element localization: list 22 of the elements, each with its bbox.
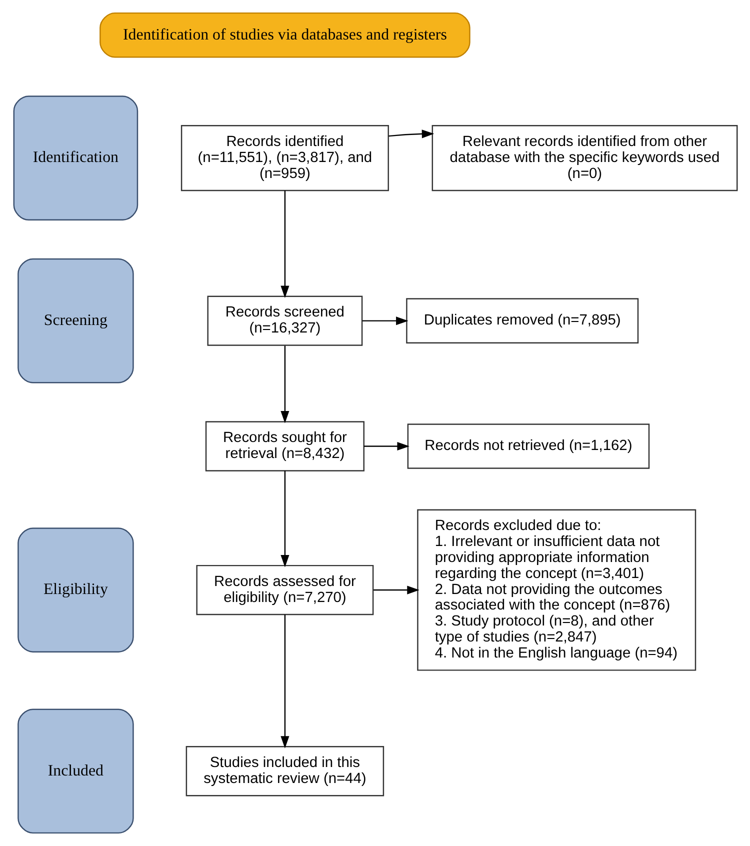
node-box: Relevant records identified from other database with the specific keywords used (n=0) (431, 125, 738, 192)
node-box: Records assessed for eligibility (n=7,270) (196, 564, 374, 616)
node-box: Records not retrieved (n=1,162) (406, 424, 650, 469)
node-box: Included (17, 708, 134, 834)
node-box: Duplicates removed (n=7,895) (406, 298, 638, 344)
node-box: Eligibility (17, 528, 134, 652)
node-box: Identification (12, 96, 138, 220)
node-box: Records excluded due to: 1. Irrelevant or insufficient data not providing appropriate information regarding the concept (n=3,401) 2. Data not providing the outcomes associated with the concept (n=876) 3. Study protocol (n=8), and other type of studies (n=2,847) 4. Not in the English language (n=94) (416, 509, 696, 671)
arrow (362, 316, 408, 326)
arrow (280, 346, 289, 424)
node-box: Records sought for retrieval (n=8,432) (204, 421, 364, 472)
arrow (388, 130, 434, 138)
node-box: Screening (17, 258, 134, 384)
arrow (280, 470, 289, 568)
arrow (363, 442, 409, 451)
node-box: Studies included in this systematic review (n=44) (185, 746, 384, 796)
node-box: Records screened (n=16,327) (206, 296, 362, 346)
node-box: Records identified (n=11,551), (n=3,817), and (n=959) (180, 125, 388, 192)
arrow (280, 190, 289, 298)
arrow (280, 614, 289, 748)
node-box: Identification of studies via databases and registers (99, 12, 470, 58)
arrow (373, 586, 419, 594)
